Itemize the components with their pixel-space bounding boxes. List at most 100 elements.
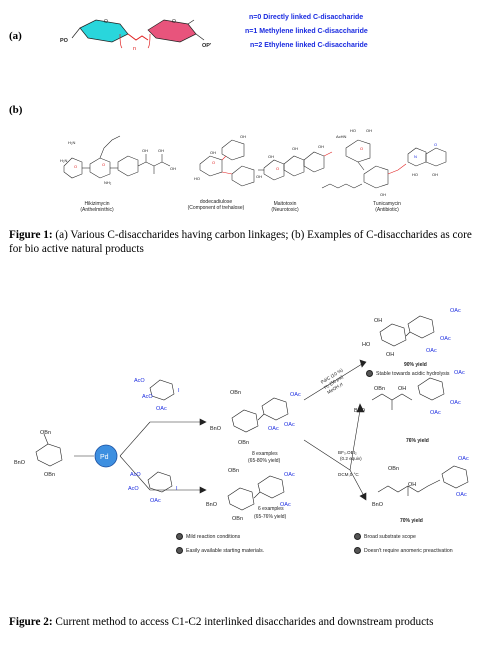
prod2-g3: OAc <box>450 400 461 406</box>
tunicamycin-name: Tunicamycin <box>373 201 401 207</box>
reagent-top-a: AcO <box>134 378 145 384</box>
svg-text:N: N <box>414 154 417 159</box>
hikizimycin-name: Hikizimycin <box>84 201 110 207</box>
prod1-g1: OAc <box>450 308 461 314</box>
mid-top-yield: (65-80% yield) <box>248 458 281 464</box>
svg-text:O: O <box>360 146 363 151</box>
prod2-g1: OBn <box>374 386 385 392</box>
start-glycal-ring <box>35 443 63 467</box>
reagent-top-c: OAc <box>156 406 167 412</box>
right-note-0: Broad substrate scope <box>354 533 416 540</box>
c-disaccharide-general-structure: O O PO n OP' <box>60 19 212 52</box>
reagent-top-b: AcO <box>142 394 153 400</box>
left-note-0: Mild reaction conditions <box>176 533 240 540</box>
reaction-scheme: Pd OBn BnO OBn AcO AcO OAc I AcO AcO OAc… <box>14 308 469 524</box>
legend-n1: n=1 Methylene linked C-disaccharide <box>245 28 368 35</box>
svg-text:OH: OH <box>432 172 438 177</box>
mid-bottom-g1: OAc <box>284 472 295 478</box>
mid-bottom-examples: 6 examples <box>258 506 284 512</box>
po-label: PO <box>60 38 69 44</box>
prod1-note: Stable towards acidic hydrolysis <box>366 370 450 377</box>
cond-bottom-0: BF₃.OEt₂ <box>338 450 357 455</box>
svg-text:O: O <box>74 164 77 169</box>
svg-text:O: O <box>172 19 176 25</box>
svg-text:O: O <box>102 162 105 167</box>
mid-top-g1: OAc <box>290 392 301 398</box>
hikizimycin-note: (Anthelminthic) <box>80 207 114 213</box>
legend-n0: n=0 Directly linked C-disaccharide <box>249 14 364 21</box>
bullet-icon <box>354 533 361 540</box>
prod3-g3: BnO <box>372 502 384 508</box>
prod2-g4: BnO <box>354 408 366 414</box>
start-group-c: OBn <box>44 472 55 478</box>
mid-bottom-g2: BnO <box>206 502 218 508</box>
bullet-icon <box>176 547 183 554</box>
start-group-a: OBn <box>40 430 51 436</box>
prod2-g0: OAc <box>454 370 465 376</box>
svg-text:OH: OH <box>142 148 148 153</box>
mid-top-g3: OAc <box>284 422 295 428</box>
svg-text:O: O <box>212 160 215 165</box>
maitotoxin-name: Maitotoxin <box>273 201 297 207</box>
reagent-top-iodo: I <box>178 388 180 394</box>
svg-text:OH: OH <box>318 144 324 149</box>
svg-text:NH₂: NH₂ <box>104 180 112 185</box>
maitotoxin-label: Maitotoxin (Neurotoxic) <box>260 201 310 213</box>
prod3-g4: OAc <box>456 492 467 498</box>
figure2-text: Current method to access C1-C2 interlink… <box>52 616 434 628</box>
bullet-icon <box>354 547 361 554</box>
prod1-yield: 90% yield <box>404 362 427 368</box>
mid-top-g4: OBn <box>238 440 249 446</box>
reagent-bottom-iodo: I <box>176 486 178 492</box>
svg-text:OH: OH <box>380 192 386 197</box>
dodecadiulose-note: (Component of trehalose) <box>187 205 245 211</box>
left-note-1: Easily available starting materials. <box>176 547 264 554</box>
reagent-bottom-a: AcO <box>130 472 141 478</box>
prod2-g2: OH <box>398 386 406 392</box>
cond-bottom-2: DCM,0 °C <box>338 472 359 477</box>
prod3-g2: OH <box>408 482 416 488</box>
svg-text:OH: OH <box>210 150 216 155</box>
prod1-g3: OH <box>386 352 394 358</box>
reagent-bottom-c: OAc <box>150 498 161 504</box>
figure2-label: Figure 2: <box>9 616 53 628</box>
dodecadiulose-name: dodecadiulose <box>199 199 233 205</box>
legend-n2: n=2 Ethylene linked C-disaccharide <box>250 42 368 49</box>
svg-text:OH: OH <box>292 146 298 151</box>
prod1-g4: OAc <box>440 336 451 342</box>
svg-text:OH: OH <box>170 166 176 171</box>
prod2-g5: OAc <box>430 410 441 416</box>
tunicamycin-label: Tunicamycin (Antibiotic) <box>362 201 412 213</box>
figure1-label: Figure 1: <box>9 229 53 241</box>
reagent-bottom-b: AcO <box>128 486 139 492</box>
start-group-b: BnO <box>14 460 26 466</box>
right-note-1: Doesn't require anomeric preactivation <box>354 547 453 554</box>
svg-text:OH: OH <box>240 134 246 139</box>
svg-text:OH: OH <box>268 154 274 159</box>
svg-text:O: O <box>104 19 108 25</box>
bullet-icon <box>366 370 373 377</box>
mid-bottom-yield: (65-76% yield) <box>254 514 287 520</box>
prod1-g2: HO <box>362 342 371 348</box>
cond-bottom-1: (0.2 equiv) <box>340 456 362 461</box>
svg-text:H₂N: H₂N <box>68 140 75 145</box>
prod2-yield: 76% yield <box>406 438 429 444</box>
mid-top-examples: 8 examples <box>252 451 278 457</box>
mid-bottom-g4: OBn <box>232 516 243 522</box>
mid-top-g5: OAc <box>268 426 279 432</box>
panel-a-label: (a) <box>9 30 22 42</box>
pd-catalyst-circle <box>94 444 118 468</box>
n-label: n <box>133 46 136 52</box>
panel-b-label: (b) <box>9 104 23 116</box>
svg-text:HO: HO <box>194 176 200 181</box>
mid-bottom-g0: OBn <box>228 468 239 474</box>
tunicamycin-note: (Antibiotic) <box>375 207 399 213</box>
svg-text:O: O <box>434 142 437 147</box>
mid-top-g2: BnO <box>210 426 222 432</box>
prod3-g1: OAc <box>458 456 469 462</box>
svg-text:AcHN: AcHN <box>336 134 347 139</box>
maitotoxin-note: (Neurotoxic) <box>271 207 299 213</box>
svg-text:HO: HO <box>412 172 418 177</box>
figure1-text: (a) Various C-disaccharides having carbo… <box>9 229 472 255</box>
